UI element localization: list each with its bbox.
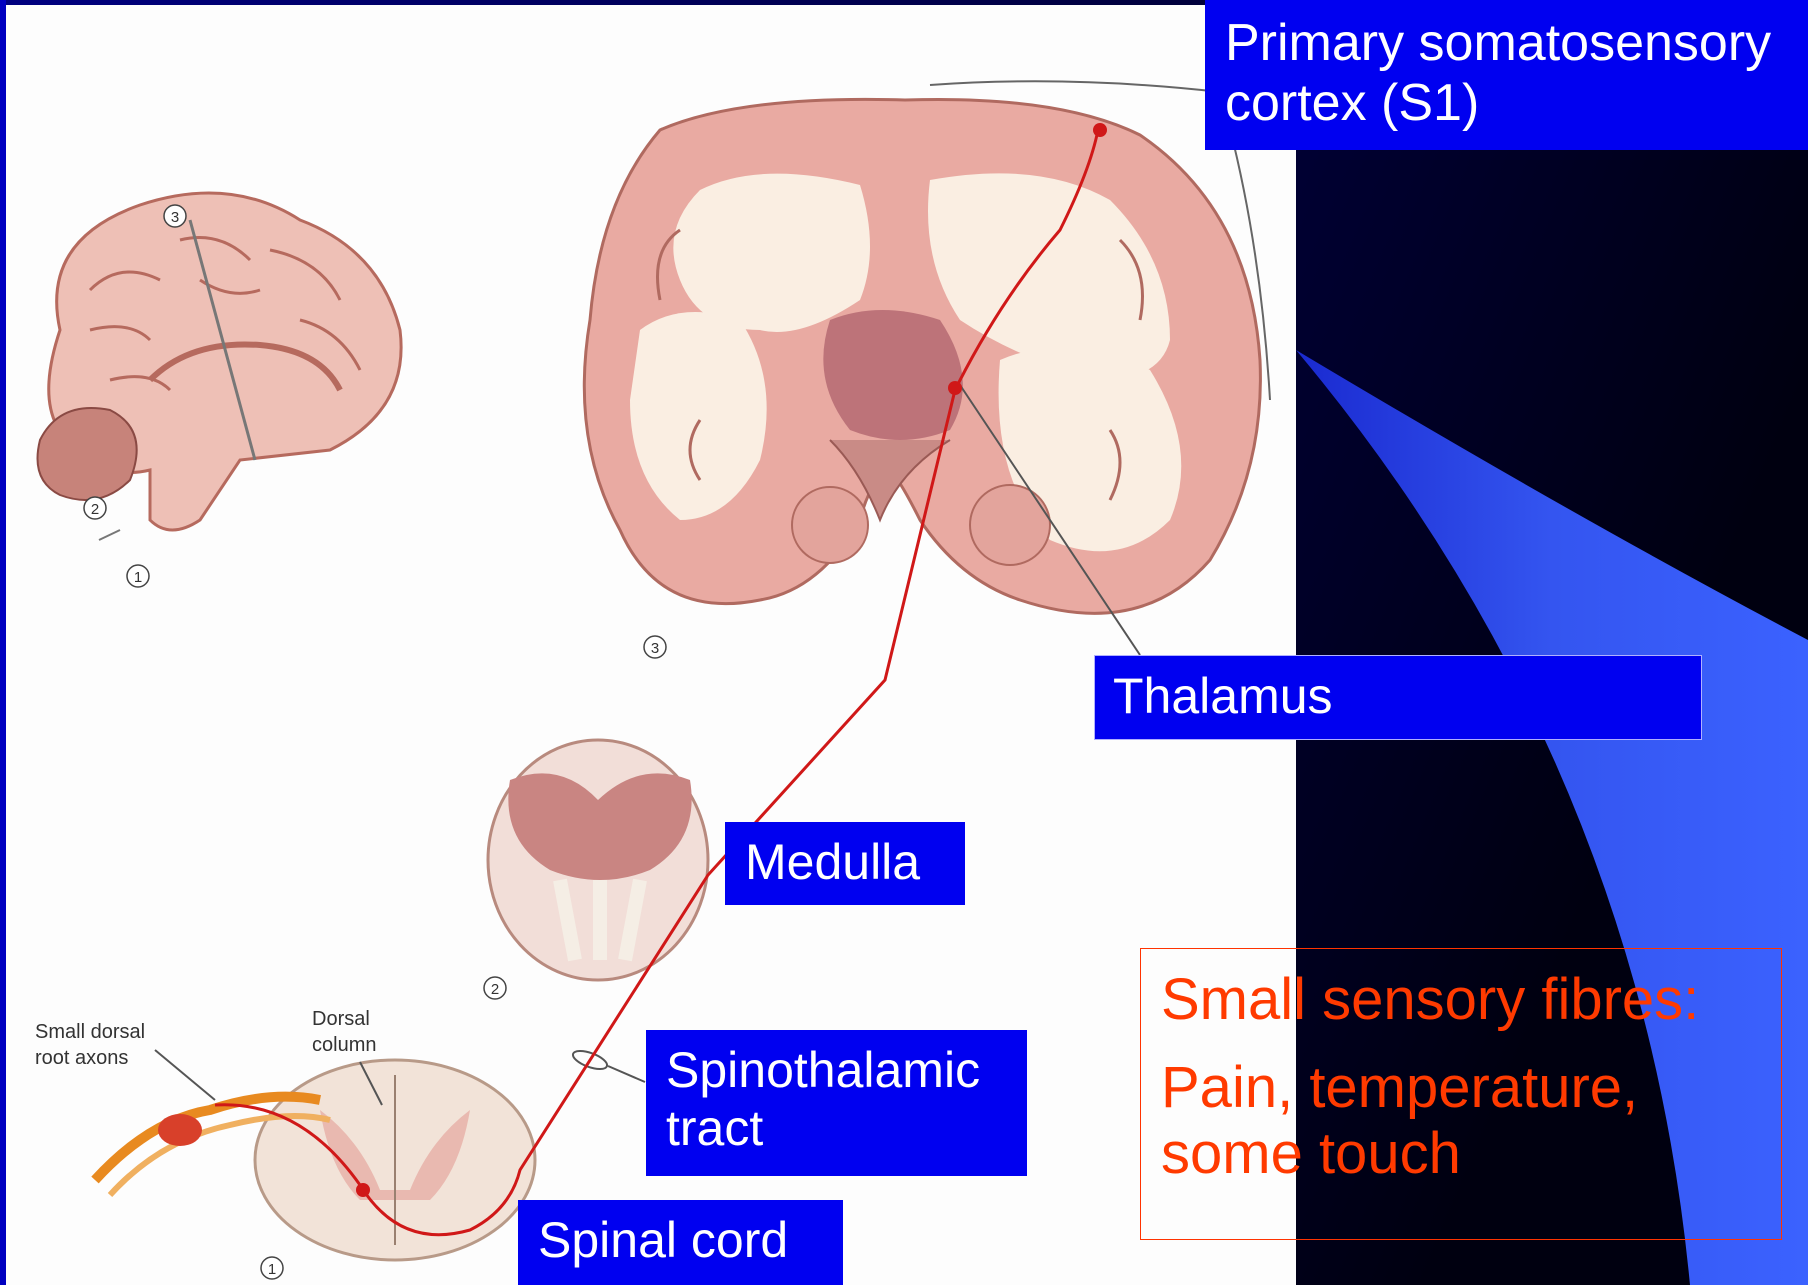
pathway-node-cortex bbox=[1093, 123, 1107, 137]
label-primary-somatosensory-cortex: Primary somatosensory cortex (S1) bbox=[1205, 0, 1808, 150]
svg-text:3: 3 bbox=[171, 209, 179, 226]
label-spinothalamic-tract: Spinothalamic tract bbox=[646, 1030, 1027, 1176]
figure-marker-2-medulla: 2 bbox=[484, 977, 506, 999]
figure-marker-2-sagittal: 2 bbox=[84, 497, 106, 519]
note-small-sensory-fibres: Small sensory fibres: Pain, temperature,… bbox=[1140, 948, 1782, 1240]
pathway-node-thalamus bbox=[948, 381, 962, 395]
svg-text:3: 3 bbox=[651, 640, 659, 657]
spinal-cord-section bbox=[255, 1060, 535, 1260]
figure-marker-1-sagittal: 1 bbox=[127, 565, 149, 587]
label-spinal-cord: Spinal cord bbox=[518, 1200, 843, 1285]
medulla-section bbox=[488, 740, 708, 980]
figure-marker-3-sagittal: 3 bbox=[164, 205, 186, 227]
svg-text:2: 2 bbox=[91, 501, 99, 518]
note-heading: Small sensory fibres: bbox=[1161, 967, 1761, 1033]
figure-marker-1-spinal: 1 bbox=[261, 1257, 283, 1279]
svg-text:1: 1 bbox=[268, 1261, 276, 1278]
svg-text:1: 1 bbox=[134, 569, 142, 586]
label-thalamus: Thalamus bbox=[1094, 655, 1702, 740]
note-line-1: Pain, temperature, bbox=[1161, 1055, 1761, 1121]
pathway-node-spinal bbox=[356, 1183, 370, 1197]
note-line-2: some touch bbox=[1161, 1121, 1761, 1187]
figure-marker-3-coronal: 3 bbox=[644, 636, 666, 658]
svg-text:2: 2 bbox=[491, 981, 499, 998]
label-medulla: Medulla bbox=[725, 822, 965, 905]
